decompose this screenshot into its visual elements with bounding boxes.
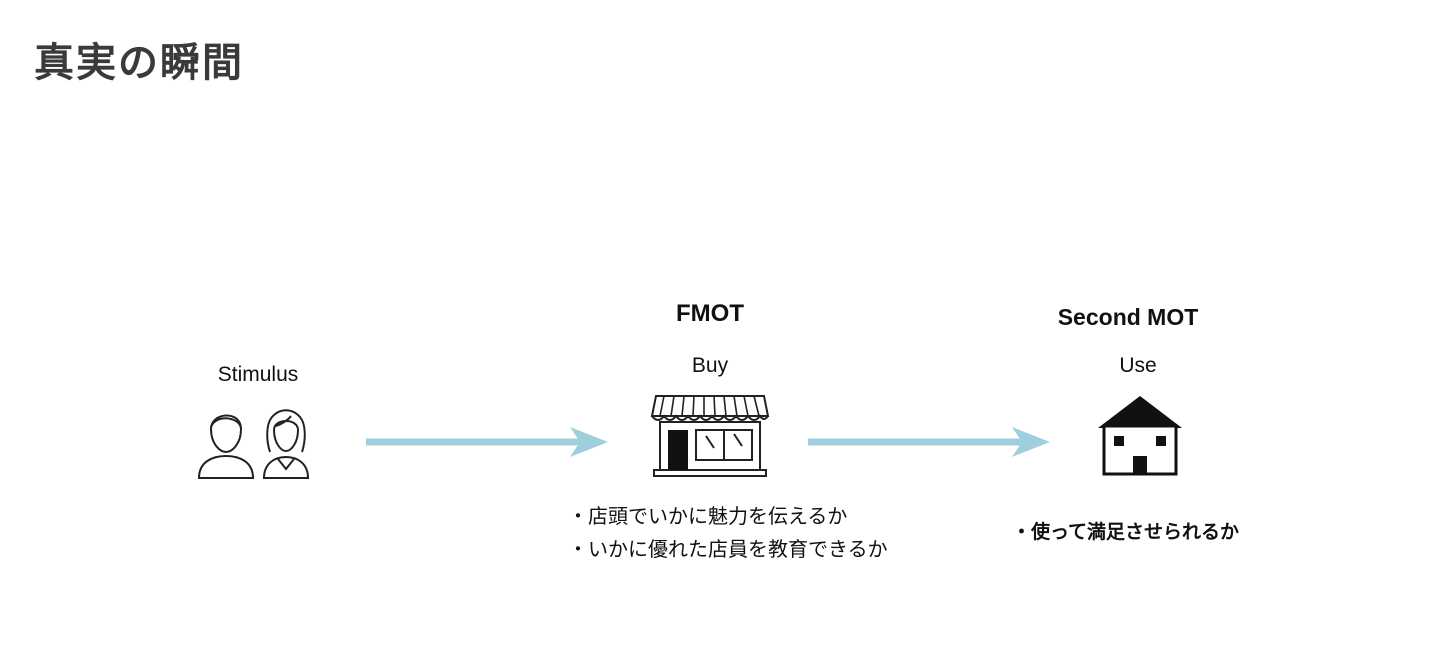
stimulus-label: Stimulus — [217, 363, 299, 386]
second-mot-point-1: ・使って満足させられるか — [1012, 521, 1240, 543]
house-icon — [1098, 396, 1182, 476]
fmot-point-2: ・いかに優れた店員を教育できるか — [568, 537, 888, 561]
fmot-point-1: ・店頭でいかに魅力を伝えるか — [568, 504, 848, 528]
page-title: 真実の瞬間 — [34, 40, 244, 86]
woman-icon — [262, 409, 310, 479]
man-icon — [197, 414, 255, 479]
arrow-fmot-to-second-mot — [808, 427, 1050, 457]
people-icon — [197, 409, 310, 479]
arrow-stimulus-to-fmot — [366, 427, 608, 457]
second-mot-heading: Second MOT — [1057, 304, 1199, 330]
fmot-heading: FMOT — [676, 300, 744, 327]
buy-label: Buy — [691, 354, 729, 377]
fmot-points: ・店頭でいかに魅力を伝えるか ・いかに優れた店員を教育できるか — [568, 500, 888, 566]
storefront-icon — [650, 395, 770, 477]
use-label: Use — [1119, 354, 1157, 377]
